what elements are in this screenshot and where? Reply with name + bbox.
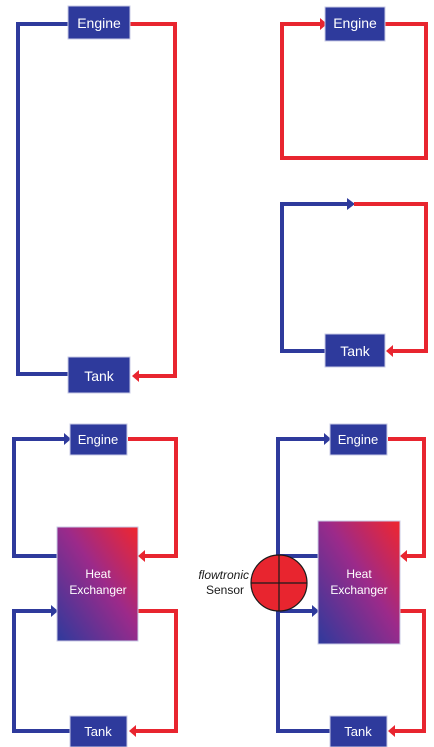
blue-flow-line [16,22,70,376]
diagram-tank-loop: Tank [280,198,428,368]
blue-arrowhead-icon [64,433,71,445]
heat-exchanger-label-line1: Heat [346,567,372,581]
heat-exchanger-box [56,526,139,642]
tank-box [67,356,131,394]
tank-label: Tank [344,724,372,739]
red-arrowhead-icon [132,370,139,382]
blue-arrowhead-icon [51,605,58,617]
engine-box [324,6,386,42]
red-arrowhead-icon [138,550,145,562]
heat-exchanger-label-line1: Heat [85,567,111,581]
tank-box [324,333,386,368]
red-flow-line [128,22,177,378]
flow-sensor-icon [250,554,308,612]
diagram-heat-exchanger: Engine Heat Exchanger Tank [12,423,178,747]
tank-label: Tank [340,343,371,359]
diagram-engine-loop: Engine [280,6,428,160]
red-flow-line [388,437,426,558]
engine-box [329,423,388,456]
red-arrowhead-icon [386,345,393,357]
engine-label: Engine [338,432,378,447]
diagram-engine-tank-direct: Engine Tank [16,5,177,394]
blue-flow-line [276,437,326,558]
engine-box [69,423,128,456]
heat-exchanger-label-line2: Exchanger [330,583,387,597]
blue-arrowhead-icon [312,605,319,617]
red-loop-line [280,22,428,160]
sensor-brand-label: flowtronic [198,568,249,582]
tank-box [69,715,128,747]
blue-flow-line [12,437,66,558]
blue-flow-line [276,609,330,733]
engine-box [67,5,131,40]
red-flow-line [128,437,178,558]
heat-exchanger-label-line2: Exchanger [69,583,126,597]
blue-arrowhead-icon [324,433,331,445]
blue-arrowhead-icon [347,198,355,210]
red-arrowhead-icon [400,550,407,562]
heat-exchanger-box [317,520,401,645]
tank-label: Tank [84,724,112,739]
sensor-label: Sensor [206,583,244,597]
engine-label: Engine [77,15,121,31]
tank-box [329,715,388,747]
engine-label: Engine [333,15,377,31]
red-arrowhead-icon [320,18,327,30]
red-flow-line [394,609,426,733]
tank-label: Tank [84,368,115,384]
red-flow-line [135,609,178,733]
diagram-heat-exchanger-with-sensor: Engine Heat Exchanger Tank flowtronic Se… [198,423,426,747]
engine-label: Engine [78,432,118,447]
red-loop-line [354,202,428,353]
red-arrowhead-icon [129,725,136,737]
blue-loop-line [280,202,352,353]
blue-flow-line [12,609,70,733]
red-arrowhead-icon [388,725,395,737]
